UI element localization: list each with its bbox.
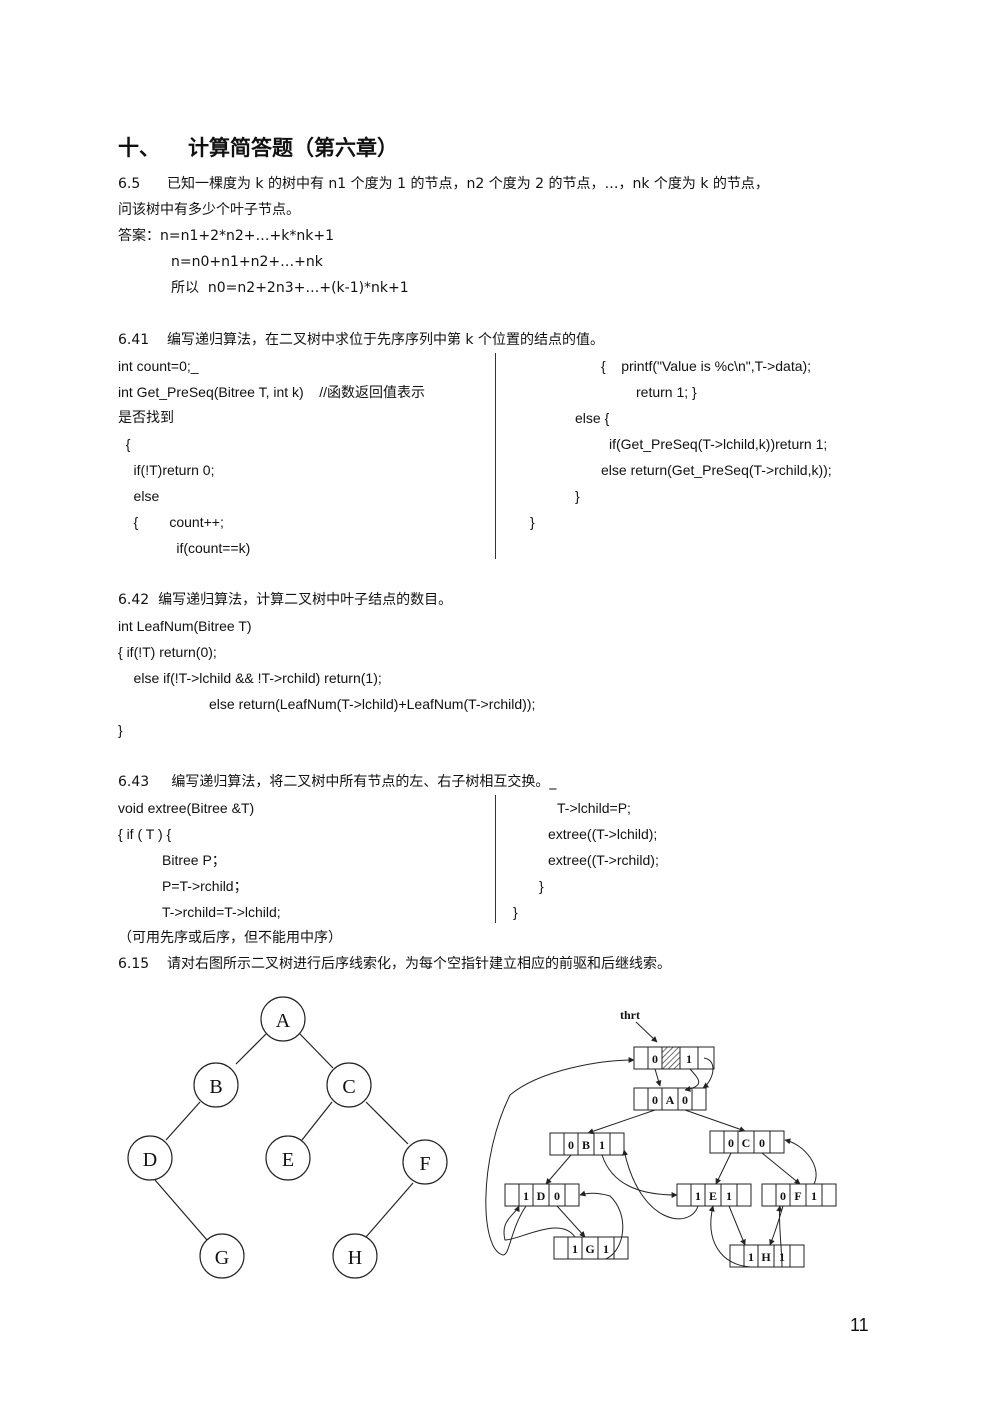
tree-node-a — [260, 996, 306, 1042]
tree-node-e — [265, 1135, 311, 1181]
q641-left-7: if(count==k) — [118, 540, 251, 556]
q641-left-5: else — [118, 488, 160, 504]
q641-right-5: } — [575, 488, 580, 504]
q641-left-2: 是否找到 — [118, 410, 174, 426]
svg-text:0: 0 — [652, 1093, 658, 1107]
q643-right-1: extree((T->lchild); — [548, 826, 658, 842]
svg-text:B: B — [582, 1138, 590, 1152]
section-title: 计算简答题（第六章） — [188, 136, 398, 160]
q643-right-0: T->lchild=P; — [557, 800, 631, 816]
tree-node-d — [127, 1135, 173, 1181]
svg-text:0: 0 — [780, 1189, 786, 1203]
svg-text:0: 0 — [728, 1136, 734, 1150]
svg-text:1: 1 — [748, 1250, 754, 1264]
q641-divider — [495, 353, 496, 559]
svg-text:E: E — [709, 1189, 717, 1203]
tree-label-d: D — [143, 1149, 157, 1171]
q643-right-4: } — [513, 904, 518, 920]
svg-text:C: C — [742, 1136, 751, 1150]
q643-left-0: void extree(Bitree &T) — [118, 800, 255, 816]
svg-text:0: 0 — [652, 1052, 658, 1066]
q643-left-3: P=T->rchild； — [162, 878, 248, 894]
section-number: 十、 — [118, 136, 160, 160]
svg-text:1: 1 — [603, 1242, 609, 1256]
tree-label-e: E — [282, 1149, 294, 1171]
tree-node-g — [199, 1233, 245, 1279]
svg-text:1: 1 — [572, 1242, 578, 1256]
q642-line-1: { if(!T) return(0); — [118, 644, 217, 660]
q65-answer: 答案：n=n1+2*n2+…+k*nk+1 — [118, 228, 334, 244]
q641-left-1: int Get_PreSeq(Bitree T, int k) //函数返回值表… — [118, 384, 426, 400]
tree-node-b — [193, 1062, 239, 1108]
q641-title: 6.41 编写递归算法，在二叉树中求位于先序序列中第 k 个位置的结点的值。 — [118, 332, 604, 348]
q641-right-3: if(Get_PreSeq(T->lchild,k))return 1; — [609, 436, 828, 452]
tree-label-c: C — [342, 1076, 355, 1098]
svg-text:0: 0 — [568, 1138, 574, 1152]
q642-line-3: else return(LeafNum(T->lchild)+LeafNum(T… — [209, 696, 536, 712]
svg-text:G: G — [585, 1242, 594, 1256]
tree-label-b: B — [209, 1076, 222, 1098]
q65-line1: 6.5 已知一棵度为 k 的树中有 n1 个度为 1 的节点，n2 个度为 2 … — [118, 176, 769, 192]
q642-line-2: else if(!T->lchild && !T->rchild) return… — [118, 670, 382, 686]
tree-node-h — [332, 1233, 378, 1279]
svg-text:1: 1 — [523, 1189, 529, 1203]
q65-line2: 问该树中有多少个叶子节点。 — [118, 202, 300, 218]
q641-right-6: } — [530, 514, 535, 530]
q642-line-4: } — [118, 722, 123, 738]
q641-left-0: int count=0;_ — [118, 358, 199, 374]
tree-node-f — [402, 1139, 448, 1185]
q643-left-2: Bitree P； — [162, 852, 226, 868]
svg-text:1: 1 — [726, 1189, 732, 1203]
q65-answer-3: 所以 n0=n2+2n3+…+(k-1)*nk+1 — [171, 280, 409, 296]
tree-node-c — [326, 1062, 372, 1108]
tree-label-a: A — [276, 1010, 291, 1032]
q643-note: （可用先序或后序，但不能用中序） — [118, 930, 342, 946]
q643-divider — [495, 795, 496, 923]
q643-right-2: extree((T->rchild); — [548, 852, 659, 868]
q641-right-4: else return(Get_PreSeq(T->rchild,k)); — [601, 462, 832, 478]
q641-right-0: { printf("Value is %c\n",T->data); — [601, 358, 812, 374]
tree-label-g: G — [215, 1247, 229, 1269]
svg-text:H: H — [761, 1250, 771, 1264]
tree-label-h: H — [348, 1247, 362, 1269]
svg-text:1: 1 — [695, 1189, 701, 1203]
q641-left-3: { — [118, 436, 131, 452]
q643-title: 6.43 编写递归算法，将二叉树中所有节点的左、右子树相互交换。_ — [118, 774, 557, 790]
q615-title: 6.15 请对右图所示二叉树进行后序线索化，为每个空指针建立相应的前驱和后继线索… — [118, 956, 671, 972]
q65-answer-2: n=n0+n1+n2+…+nk — [171, 254, 323, 270]
tree-label-f: F — [419, 1153, 430, 1175]
svg-text:A: A — [666, 1093, 675, 1107]
q641-left-4: if(!T)return 0; — [118, 462, 215, 478]
svg-text:1: 1 — [686, 1052, 692, 1066]
svg-text:1: 1 — [811, 1189, 817, 1203]
q642-line-0: int LeafNum(Bitree T) — [118, 618, 252, 634]
svg-text:D: D — [537, 1189, 546, 1203]
svg-text:0: 0 — [554, 1189, 560, 1203]
svg-text:F: F — [794, 1189, 801, 1203]
thrt-label: thrt — [620, 1008, 640, 1022]
svg-text:0: 0 — [682, 1093, 688, 1107]
page-number: 11 — [850, 1315, 869, 1335]
svg-text:1: 1 — [599, 1138, 605, 1152]
q643-left-1: { if ( T ) { — [118, 826, 172, 842]
q643-left-4: T->rchild=T->lchild; — [162, 904, 281, 920]
q641-right-1: return 1; } — [636, 384, 697, 400]
q641-left-6: { count++; — [118, 514, 224, 530]
q641-right-2: else { — [575, 410, 610, 426]
q643-right-3: } — [539, 878, 544, 894]
svg-text:0: 0 — [759, 1136, 765, 1150]
q642-title: 6.42 编写递归算法，计算二叉树中叶子结点的数目。 — [118, 592, 453, 608]
